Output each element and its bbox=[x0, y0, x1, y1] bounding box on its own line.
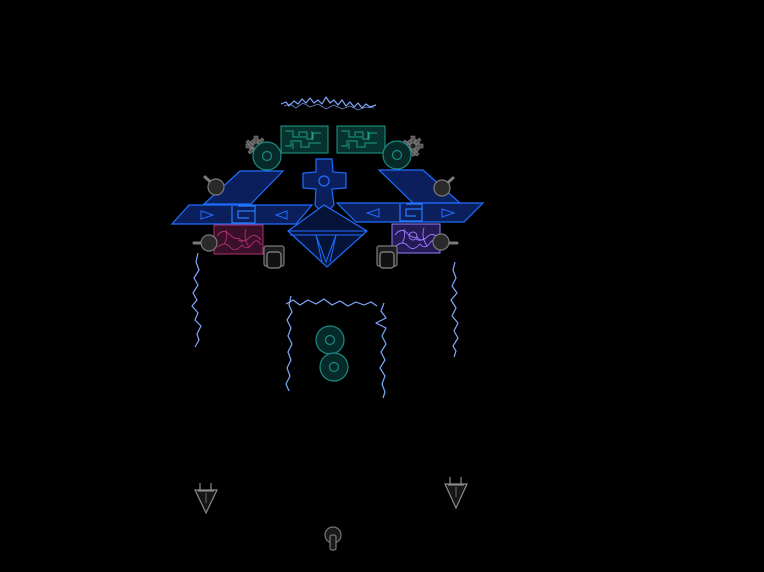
wing-right bbox=[335, 202, 485, 223]
energy-core-center-upper bbox=[315, 325, 345, 355]
emitter-right bbox=[376, 245, 398, 269]
turret-lower-left bbox=[192, 234, 218, 252]
enemy-drone-left bbox=[194, 483, 218, 515]
top-lightning-arc bbox=[280, 96, 377, 109]
lightning-right bbox=[450, 261, 459, 358]
lightning-inner-left bbox=[285, 295, 293, 392]
lightning-inner-right bbox=[375, 302, 387, 399]
boss-mothership bbox=[170, 96, 485, 399]
energy-core-upper-left bbox=[252, 141, 282, 171]
wing-right-arrow-left bbox=[365, 208, 380, 218]
energy-core-upper-right bbox=[382, 140, 412, 170]
wing-left bbox=[170, 204, 314, 225]
wing-left-glyph bbox=[231, 205, 256, 224]
top-lightning-arc-echo bbox=[283, 102, 375, 111]
energy-core-center-lower bbox=[319, 352, 349, 382]
cross-tower-eye bbox=[318, 175, 330, 187]
wing-right-glyph bbox=[399, 203, 423, 222]
wing-right-arrow-right bbox=[441, 208, 456, 218]
player-ship[interactable] bbox=[324, 526, 342, 551]
turret-upper-left bbox=[203, 175, 225, 196]
turret-lower-right bbox=[432, 233, 459, 251]
generator-lower-right bbox=[391, 223, 441, 254]
generator-lower-left bbox=[213, 224, 264, 255]
generator-top-right bbox=[336, 125, 386, 154]
turret-upper-right bbox=[433, 176, 455, 197]
generator-top-left bbox=[280, 125, 329, 154]
lightning-inner-top bbox=[285, 298, 378, 307]
diamond-keel bbox=[315, 234, 337, 264]
lightning-left bbox=[191, 252, 202, 348]
emitter-left bbox=[263, 245, 285, 269]
wing-left-arrow-right bbox=[200, 210, 215, 220]
enemy-drone-right bbox=[444, 477, 468, 510]
wing-left-arrow-left bbox=[274, 210, 288, 220]
